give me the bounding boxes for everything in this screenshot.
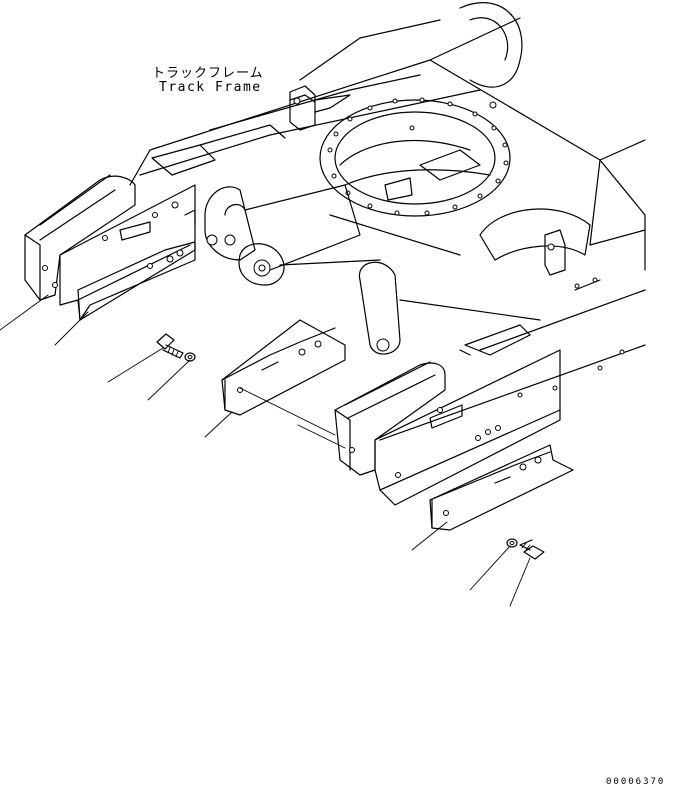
upper-left-plate xyxy=(151,124,286,176)
lower-center-lug xyxy=(358,261,541,356)
right-rail-bracket xyxy=(334,349,625,506)
bolt-upper xyxy=(156,333,184,359)
washer-lower xyxy=(506,538,518,548)
left-rail-bracket xyxy=(24,174,196,321)
track-frame-label-japanese: トラックフレーム xyxy=(152,66,264,81)
exploded-shim-plate-right xyxy=(429,444,574,531)
bolt-lower xyxy=(519,539,545,560)
top-boss-bracket xyxy=(289,85,351,131)
drawing-number: 00006370 xyxy=(606,777,666,787)
center-frame-lugs xyxy=(204,184,461,286)
leader-lines xyxy=(0,294,531,607)
right-cutout xyxy=(479,208,601,291)
exploded-shim-plate-center xyxy=(221,319,346,416)
swing-circle-holes xyxy=(327,97,509,216)
track-frame-label-english: Track Frame xyxy=(159,80,262,95)
track-frame-body xyxy=(129,2,646,441)
left-shim-plate xyxy=(77,241,196,321)
washer-upper xyxy=(184,352,196,362)
swing-circle xyxy=(319,99,511,217)
